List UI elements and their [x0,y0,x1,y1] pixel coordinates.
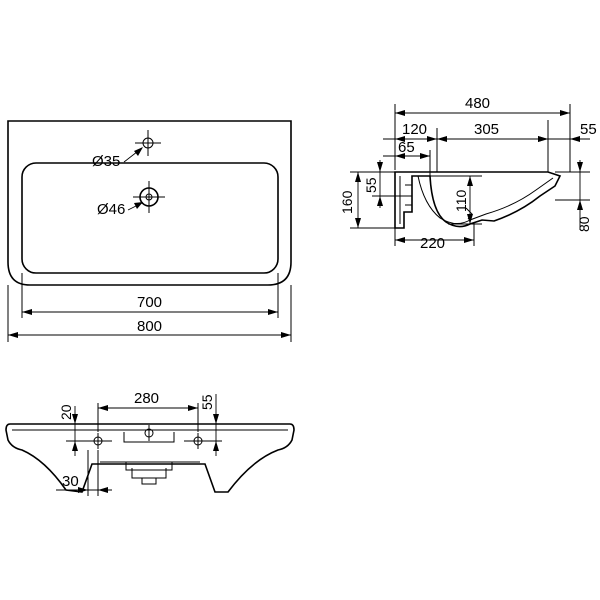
bowl-depth-dimension: 110 [453,189,469,212]
right-height-dimension: 55 [199,394,215,410]
section-outline [394,171,562,229]
drain-hole-icon [133,181,165,213]
side-offset-dimension: 30 [62,473,79,490]
tap-hole-front-icon [144,425,154,441]
fixing-hole-left-icon [84,433,112,449]
drain-hole-diameter: Ø46 [97,201,125,218]
rear-offset-dimension: 55 [580,121,597,138]
basin-bowl [21,162,279,274]
tap-hole-diameter: Ø35 [92,153,120,170]
fixing-spacing-dimension: 280 [134,390,159,407]
front-offset-dimension: 120 [402,121,427,138]
inner-width-dimension: 700 [137,294,162,311]
left-height-dimension: 20 [58,404,74,420]
side-section: 480 120 305 55 65 160 55 [339,95,597,252]
tap-hole-icon [135,130,161,156]
front-view: 280 20 55 30 [5,390,295,496]
basin-depth-dimension: 305 [474,121,499,138]
rim-drop-dimension: 55 [363,177,379,193]
fixing-hole-right-icon [184,433,212,449]
front-outline [5,423,295,493]
overall-depth-dimension: 480 [465,95,490,112]
rim-offset-dimension: 65 [398,139,415,156]
overall-height-dimension: 160 [339,190,355,214]
basin-outline [7,120,292,286]
top-view: Ø35 Ø46 700 800 [7,120,292,342]
overall-width-dimension: 800 [137,318,162,335]
bowl-width-dimension: 220 [420,235,445,252]
back-height-dimension: 80 [576,216,592,232]
